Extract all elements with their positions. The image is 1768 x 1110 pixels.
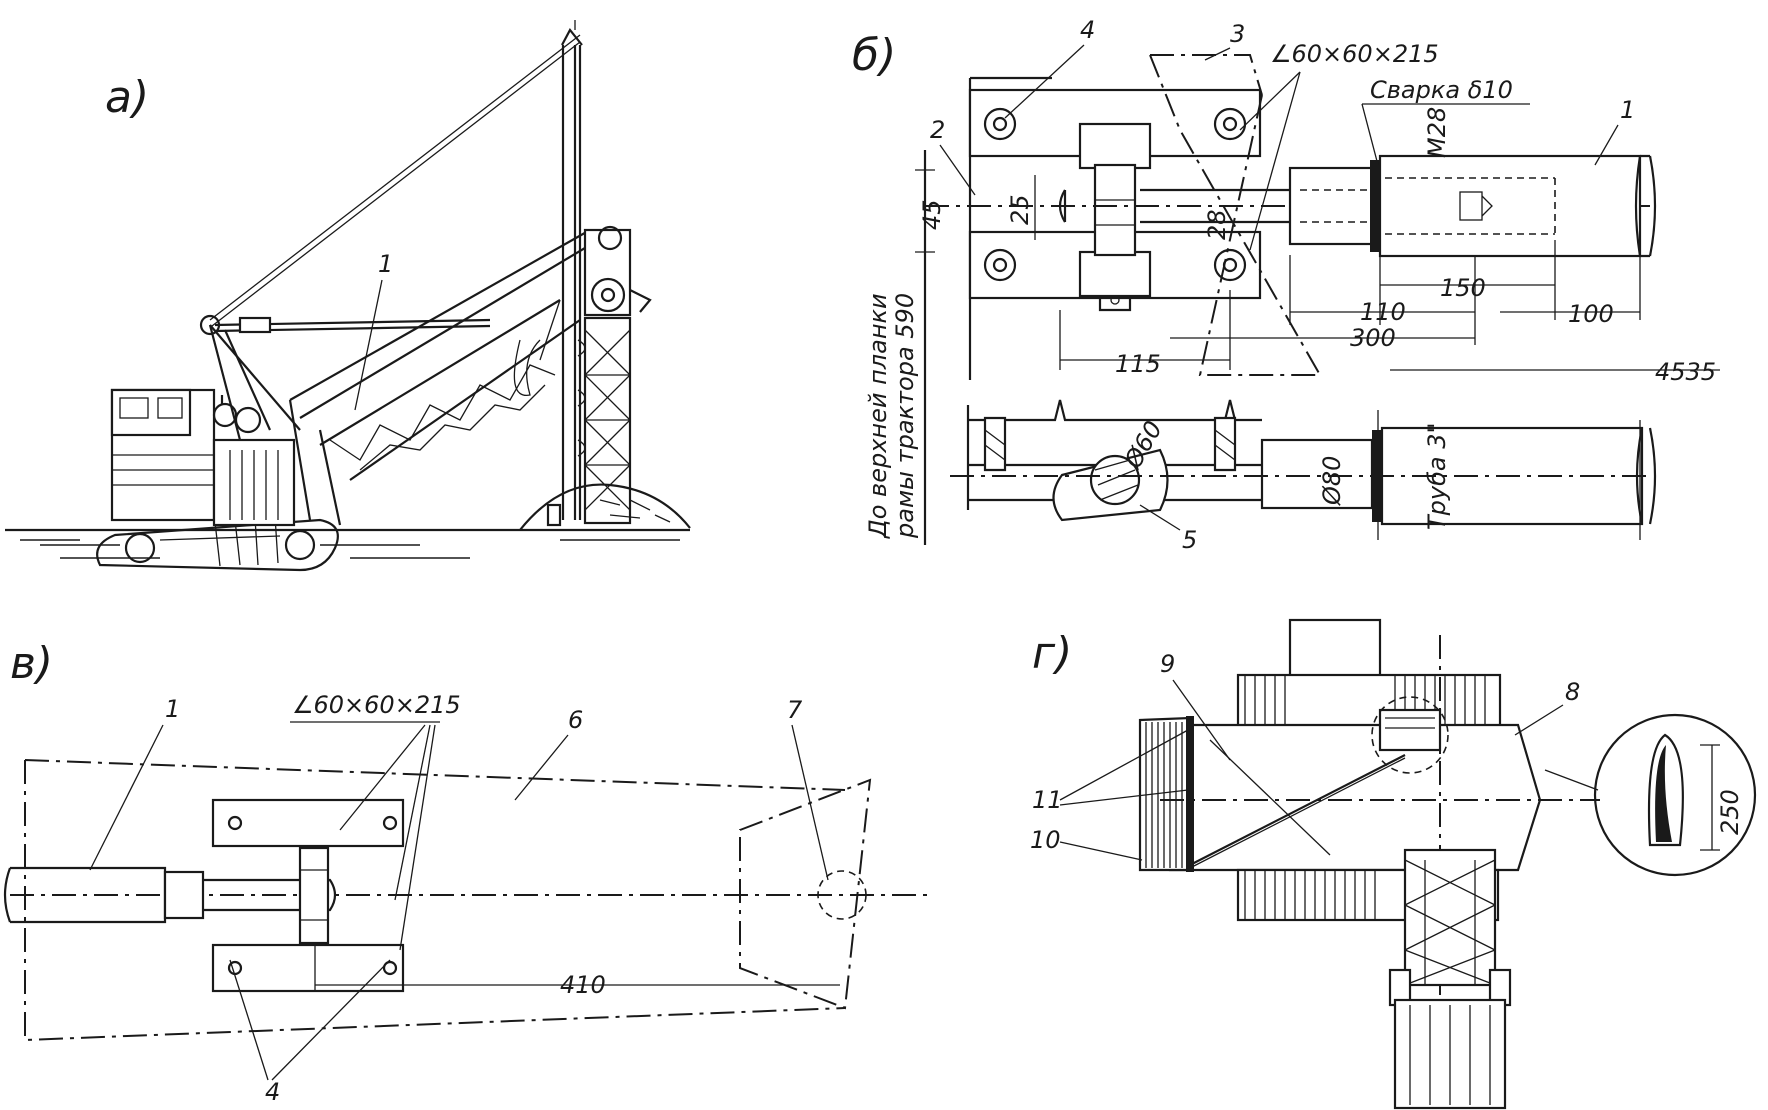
panel-a-label: а) [105, 72, 149, 123]
side-note-1: До верхней планки [864, 293, 892, 539]
callout-a-1: 1 [378, 250, 393, 278]
callout-v-7: 7 [787, 696, 803, 724]
callout-b-4: 4 [1080, 16, 1095, 44]
crawler-track [96, 515, 339, 572]
dim-100: 100 [1568, 300, 1614, 328]
dimension-lines-b [1059, 240, 1720, 371]
callout-b-3: 3 [1230, 20, 1245, 48]
mounting-plate-top [968, 76, 1262, 380]
dim-25: 25 [1006, 194, 1034, 225]
threaded-coupling [1288, 154, 1657, 258]
dim-28: 28 [1203, 209, 1231, 240]
dim-300: 300 [1350, 324, 1396, 352]
dim-115: 115 [1115, 350, 1161, 378]
angle-note-b: ∠60×60×215 [1270, 40, 1439, 68]
ground-line [5, 528, 690, 559]
callout-g-8: 8 [1565, 678, 1580, 706]
callout-v-1: 1 [165, 695, 180, 723]
mounting-plate-side [950, 399, 1657, 540]
dim-80: Ø80 [1318, 456, 1346, 506]
dim-45: 45 [918, 199, 946, 230]
lattice-leader [1388, 848, 1512, 1110]
pipe-note: Труба 3" [1423, 422, 1451, 530]
sheave [1371, 696, 1449, 774]
weld-note: Сварка δ10 [1370, 76, 1513, 104]
callout-g-10: 10 [1030, 826, 1061, 854]
drum [1138, 716, 1194, 872]
leader-mast [546, 20, 652, 527]
dim-410: 410 [560, 971, 606, 999]
dim-4535: 4535 [1655, 358, 1716, 386]
panel-b-label: б) [852, 30, 896, 81]
panel-b: б) До верхней планки рамы трактора 590 4… [852, 16, 1720, 554]
side-note-2: рамы трактора 590 [891, 293, 919, 539]
upper-ribbed-body [1236, 673, 1502, 729]
dim-150: 150 [1440, 274, 1486, 302]
thread-note: М28 [1423, 107, 1451, 158]
soil-heap [519, 483, 691, 531]
callout-g-11: 11 [1032, 786, 1063, 814]
callout-b-5: 5 [1182, 526, 1197, 554]
pipe-rod-plan [3, 798, 405, 993]
panel-v-label: в) [10, 638, 53, 689]
panel-g: г) [1030, 618, 1757, 1110]
boom [288, 229, 591, 526]
callout-v-4: 4 [265, 1078, 280, 1106]
dim-250: 250 [1716, 789, 1744, 835]
callout-b-1: 1 [1620, 96, 1635, 124]
stay-cable [209, 34, 581, 396]
angle-note-v: ∠60×60×215 [292, 691, 461, 719]
panel-a: а) [5, 20, 691, 572]
panel-v: в) ∠60×60×215 1 6 7 [3, 638, 930, 1106]
thimble-detail [1544, 713, 1757, 877]
a-frame [199, 314, 491, 441]
panel-g-label: г) [1032, 628, 1072, 679]
callout-b-2: 2 [930, 116, 945, 144]
callout-g-9: 9 [1160, 650, 1175, 678]
callout-v-6: 6 [568, 706, 583, 734]
tractor-body [110, 388, 296, 527]
dim-110: 110 [1360, 298, 1406, 326]
